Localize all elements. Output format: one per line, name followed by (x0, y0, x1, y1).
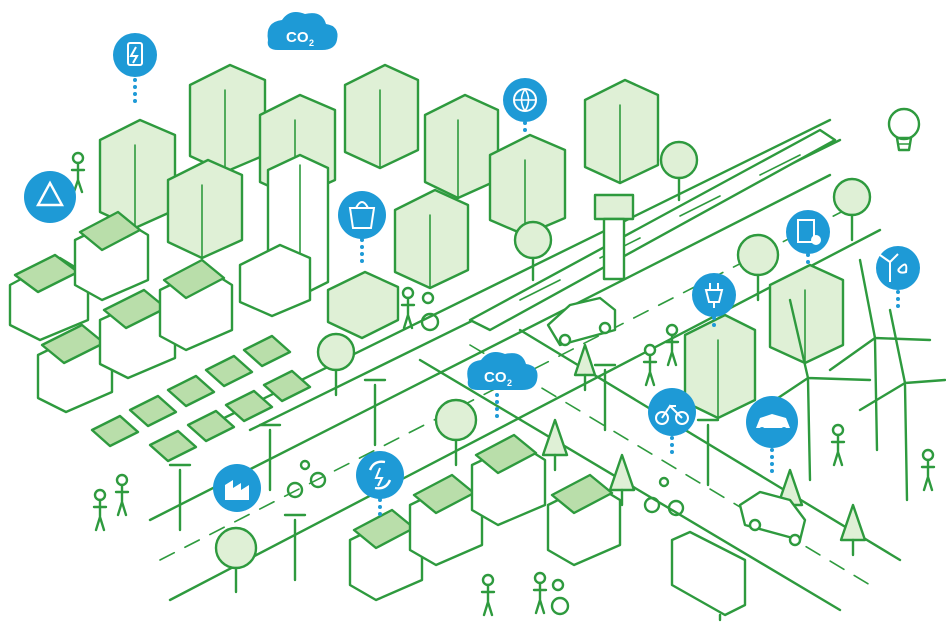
pine-tree (608, 453, 636, 507)
bicycle-icon (648, 388, 696, 436)
battery-icon (113, 33, 157, 77)
house (158, 258, 234, 352)
pine-tree (573, 343, 597, 392)
person (92, 488, 108, 532)
solar-farm (90, 334, 312, 463)
building (188, 63, 267, 174)
person (920, 448, 936, 492)
tree (513, 220, 553, 282)
wheelchair-user (550, 578, 570, 616)
factory-icon (213, 464, 261, 512)
people (70, 151, 936, 617)
house (470, 433, 547, 527)
co2-label: CO (286, 29, 309, 46)
building (768, 263, 845, 365)
building (423, 93, 500, 200)
house (73, 210, 150, 302)
low-building (238, 243, 312, 318)
person (532, 571, 548, 615)
pine-tree (839, 503, 867, 557)
badges: CO 2 CO (24, 12, 920, 512)
co2-label: CO (484, 369, 507, 386)
tree (214, 526, 258, 594)
tree (659, 140, 699, 202)
co2-cloud-icon: CO 2 (467, 352, 538, 390)
shopping-bag-icon (338, 191, 386, 239)
plug-icon (692, 273, 736, 317)
wind-leaf-icon (876, 246, 920, 290)
electric-car-icon (746, 396, 798, 448)
document-leaf-icon (786, 210, 830, 254)
tree (736, 233, 780, 302)
house (348, 508, 424, 602)
building (393, 188, 470, 290)
rail-tower (593, 193, 635, 281)
street-lamps (168, 363, 720, 582)
building (166, 158, 244, 260)
globe-icon (503, 78, 547, 122)
wind-turbine (858, 308, 946, 502)
house (98, 288, 177, 380)
house (36, 323, 114, 414)
houses (8, 210, 622, 602)
house (546, 473, 622, 567)
person (70, 151, 86, 194)
co2-cloud-icon: CO 2 (267, 12, 338, 50)
person (114, 473, 130, 517)
house (8, 253, 90, 342)
car (546, 296, 617, 347)
stacked-building (326, 270, 400, 340)
building (343, 63, 420, 170)
co2-subscript: 2 (507, 378, 512, 388)
person (400, 286, 416, 330)
car (738, 490, 807, 547)
tree (316, 332, 356, 397)
house (408, 473, 484, 567)
person (830, 423, 846, 467)
person (480, 573, 496, 617)
cars (546, 296, 807, 547)
tree (434, 398, 478, 467)
building (488, 133, 567, 237)
person (642, 343, 658, 387)
person (664, 323, 680, 367)
co2-subscript: 2 (309, 38, 314, 48)
building (98, 118, 177, 230)
trees (214, 140, 872, 594)
wind-turbines (758, 258, 946, 502)
billboard (670, 530, 747, 622)
building (583, 78, 660, 185)
recycle-icon (24, 171, 76, 223)
renewable-cycle-icon (356, 451, 404, 499)
lightbulb-icon (887, 107, 921, 152)
wheelchair-user (420, 291, 440, 332)
pine-tree (541, 418, 569, 472)
cyclist (286, 459, 327, 499)
connector-dots (133, 78, 900, 516)
wind-turbine (828, 258, 932, 452)
tree (832, 177, 872, 242)
cyclist (643, 476, 685, 517)
buildings (98, 63, 845, 420)
building (683, 313, 757, 420)
